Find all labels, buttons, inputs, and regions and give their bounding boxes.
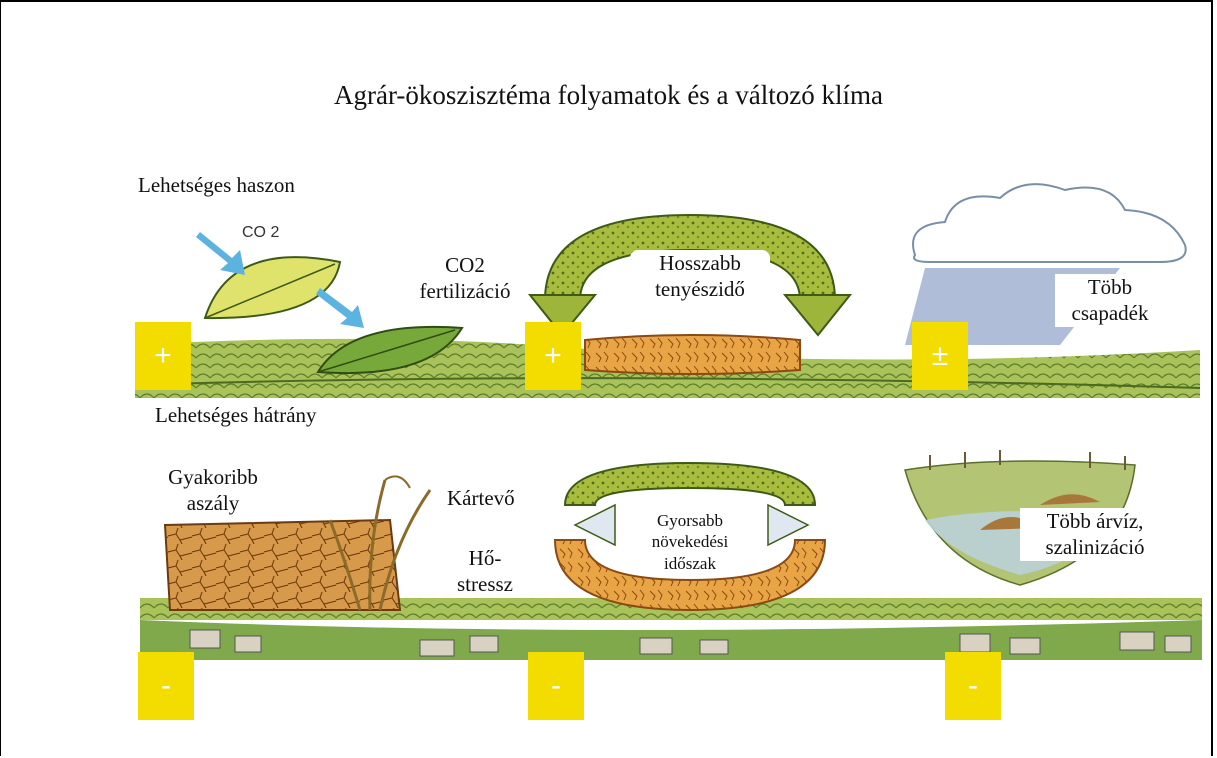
more-rainfall-label: Több csapadék [1055,274,1165,327]
heat-stress-label: Hő- stressz [455,545,515,598]
plus-badge: + [525,322,581,390]
drawbacks-heading: Lehetséges hátrány [155,402,317,428]
minus-badge: - [138,652,194,720]
co2-fertilization-label: CO2 fertilizáció [405,252,525,305]
plus-minus-badge: ± [912,322,968,390]
minus-badge: - [945,652,1001,720]
flood-salinization-label: Több árvíz, szalinizáció [1020,508,1170,561]
plus-badge: + [135,322,191,390]
page-title: Agrár-ökoszisztéma folyamatok és a válto… [0,80,1217,111]
benefits-heading: Lehetséges haszon [138,172,295,198]
faster-growth-label: Gyorsabb növekedési időszak [625,510,755,574]
pest-label: Kártevő [447,485,515,511]
co2-image-label: CO 2 [242,224,279,242]
minus-badge: - [528,652,584,720]
drought-soil-icon [165,520,400,610]
longer-season-label: Hosszabb tenyészidő [630,250,770,303]
drought-label: Gyakoribb aszály [153,464,273,517]
